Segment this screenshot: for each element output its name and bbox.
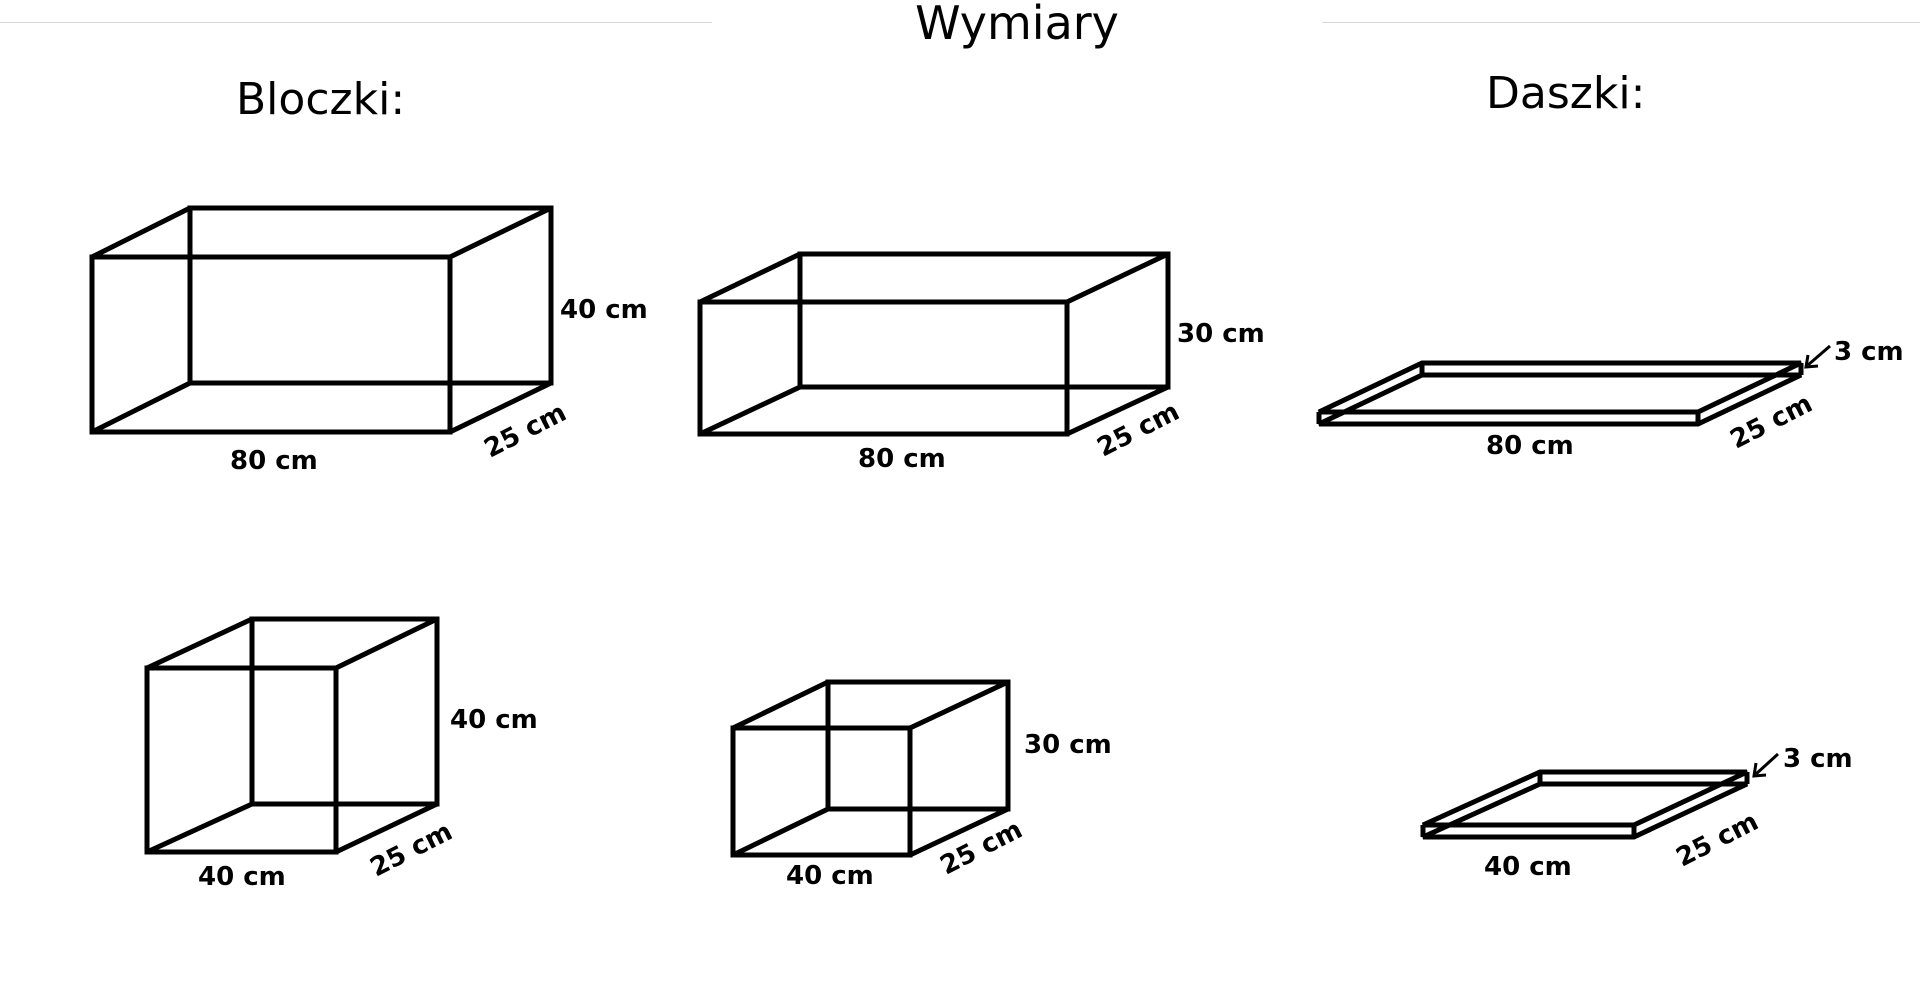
block-80x40-height-label: 40 cm — [560, 295, 648, 325]
blocks-heading: Bloczki: — [236, 74, 406, 125]
block-80x40-length-label: 80 cm — [230, 446, 318, 476]
block-80x30-height-label: 30 cm — [1177, 319, 1265, 349]
block-40x30-height-label: 30 cm — [1024, 730, 1112, 760]
title-rule-right — [1322, 22, 1920, 23]
block-40x40-height-label: 40 cm — [450, 705, 538, 735]
block-40x30-length-label: 40 cm — [786, 861, 874, 891]
roof-40-length-label: 40 cm — [1484, 852, 1572, 882]
block-40x40-depth-label: 25 cm — [366, 817, 458, 884]
page-title: Wymiary — [915, 0, 1119, 50]
roof-80-drawing — [1316, 360, 1804, 427]
roof-40-drawing — [1420, 769, 1750, 840]
roofs-heading: Daszki: — [1486, 68, 1646, 119]
roof-80-length-label: 80 cm — [1486, 431, 1574, 461]
block-80x30-drawing — [697, 251, 1171, 437]
roof-80-thickness-arrow — [1804, 344, 1831, 369]
roof-80-thickness-label: 3 cm — [1834, 337, 1904, 367]
block-80x30-depth-label: 25 cm — [1093, 397, 1185, 464]
block-40x40-length-label: 40 cm — [198, 862, 286, 892]
roof-40-depth-label: 25 cm — [1672, 807, 1764, 874]
roof-40-thickness-arrow — [1752, 752, 1780, 778]
block-80x40-drawing — [89, 205, 554, 435]
block-40x40-drawing — [144, 616, 440, 855]
block-40x30-depth-label: 25 cm — [936, 815, 1028, 882]
roof-80-depth-label: 25 cm — [1726, 389, 1818, 456]
block-80x30-length-label: 80 cm — [858, 444, 946, 474]
title-rule-left — [0, 22, 712, 23]
block-40x30-drawing — [730, 679, 1011, 858]
block-80x40-depth-label: 25 cm — [480, 398, 572, 465]
roof-40-thickness-label: 3 cm — [1783, 744, 1853, 774]
